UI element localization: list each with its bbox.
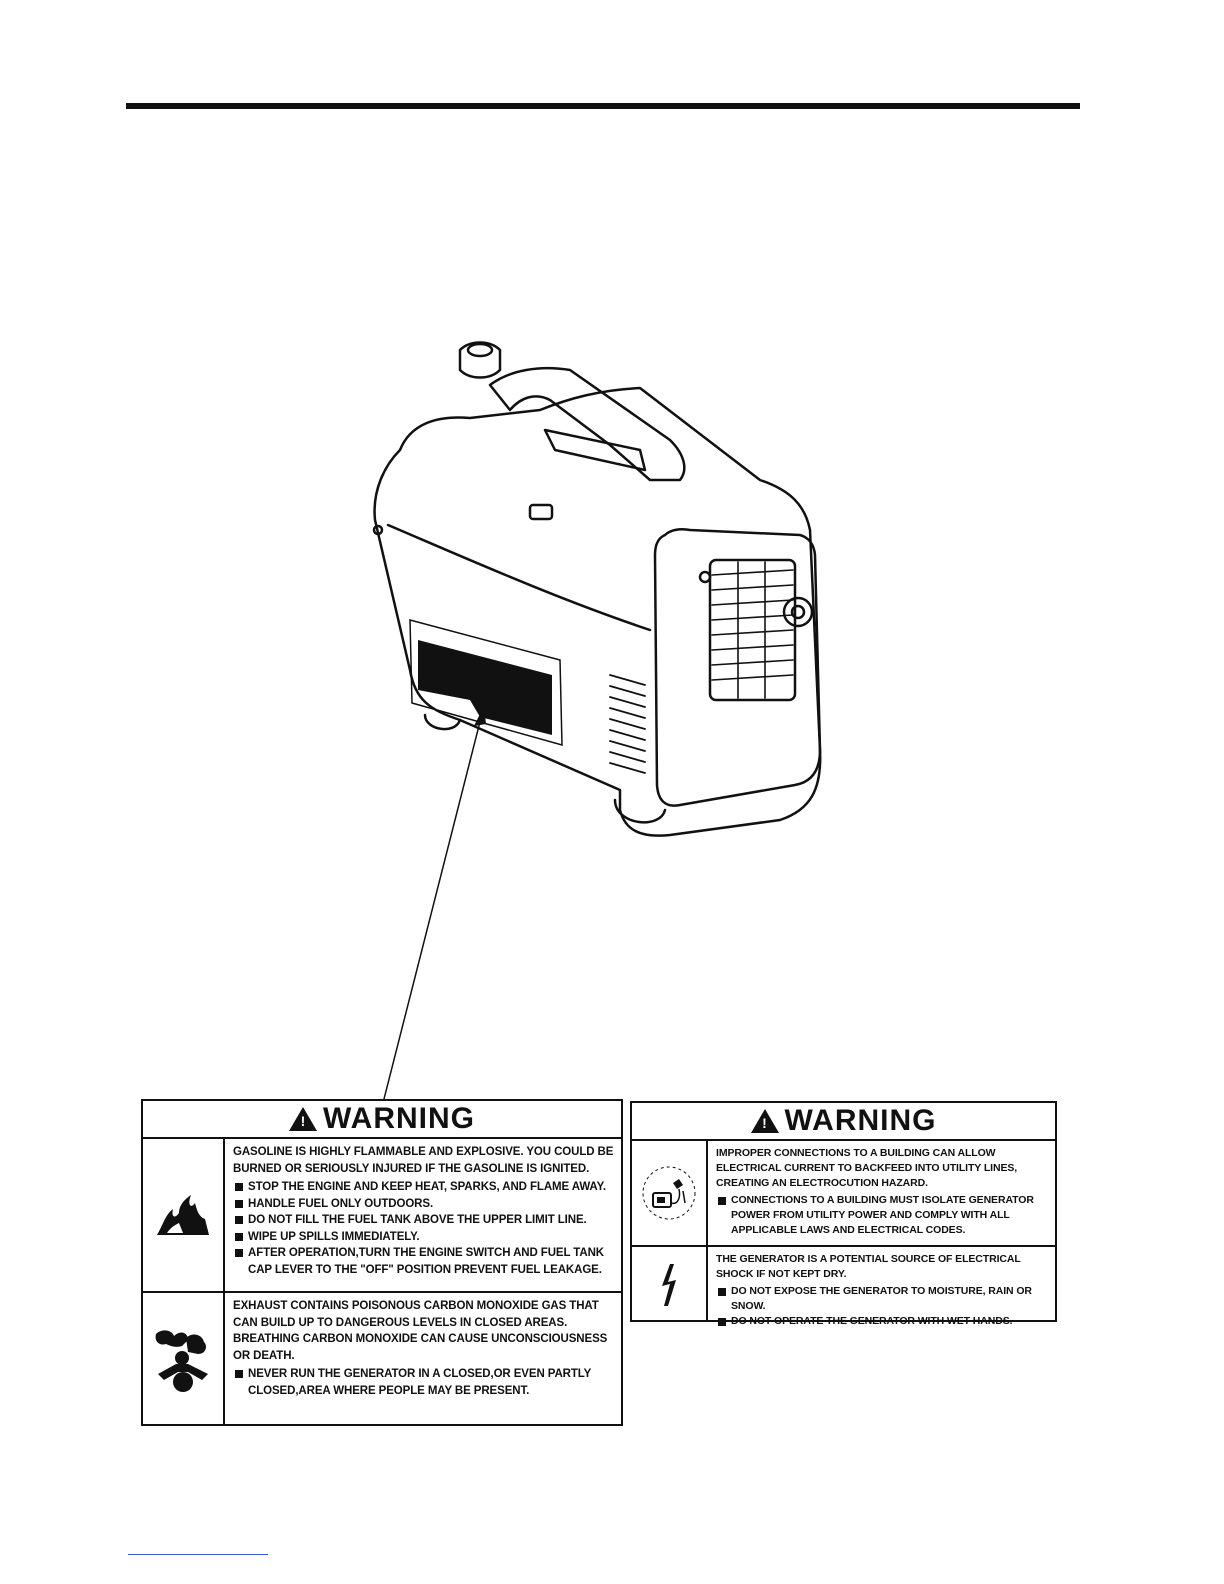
exhaust-gas-icon [155, 1330, 208, 1392]
instruction-item: WIPE UP SPILLS IMMEDIATELY. [233, 1229, 615, 1246]
warning-label-electrical: ! WARNING IMPROPER CONNECTIONS TO A BUIL… [630, 1101, 1057, 1327]
warning-title: WARNING [784, 1104, 937, 1137]
electric-shock-icon [662, 1263, 676, 1306]
instruction-list: STOP THE ENGINE AND KEEP HEAT, SPARKS, A… [233, 1179, 615, 1278]
hazard-statement: IMPROPER CONNECTIONS TO A BUILDING CAN A… [716, 1147, 1018, 1189]
generator-drawing [372, 341, 822, 837]
instruction-item: DO NOT EXPOSE THE GENERATOR TO MOISTURE,… [716, 1284, 1049, 1314]
hazard-statement: THE GENERATOR IS A POTENTIAL SOURCE OF E… [716, 1253, 1021, 1280]
fire-icon [157, 1195, 209, 1235]
top-rule [126, 103, 1080, 109]
warning-label-fuel: ! WARNING GASOLINE IS HIGHLY FLAMMABLE A… [141, 1099, 623, 1426]
warning-title: WARNING [323, 1102, 475, 1135]
instruction-item: NEVER RUN THE GENERATOR IN A CLOSED,OR E… [233, 1366, 615, 1399]
hazard-statement: EXHAUST CONTAINS POISONOUS CARBON MONOXI… [233, 1300, 608, 1362]
instruction-list: CONNECTIONS TO A BUILDING MUST ISOLATE G… [716, 1193, 1049, 1238]
footer-link-underline [128, 1554, 268, 1555]
instruction-item: AFTER OPERATION,TURN THE ENGINE SWITCH A… [233, 1245, 615, 1278]
generator-illustration [340, 330, 860, 850]
warning-section-backfeed: IMPROPER CONNECTIONS TO A BUILDING CAN A… [632, 1141, 1055, 1247]
instruction-item: CONNECTIONS TO A BUILDING MUST ISOLATE G… [716, 1193, 1049, 1238]
warning-triangle-icon: ! [289, 1107, 317, 1131]
warning-header: ! WARNING [632, 1103, 1055, 1141]
hazard-statement: GASOLINE IS HIGHLY FLAMMABLE AND EXPLOSI… [233, 1146, 614, 1175]
warning-section-shock: THE GENERATOR IS A POTENTIAL SOURCE OF E… [632, 1247, 1055, 1327]
instruction-item: DO NOT OPERATE THE GENERATOR WITH WET HA… [716, 1314, 1049, 1329]
instruction-item: STOP THE ENGINE AND KEEP HEAT, SPARKS, A… [233, 1179, 615, 1196]
instruction-item: HANDLE FUEL ONLY OUTDOORS. [233, 1196, 615, 1213]
warning-triangle-icon: ! [750, 1109, 779, 1133]
instruction-list: NEVER RUN THE GENERATOR IN A CLOSED,OR E… [233, 1366, 615, 1399]
instruction-item: DO NOT FILL THE FUEL TANK ABOVE THE UPPE… [233, 1212, 615, 1229]
warning-section-carbon-monoxide: EXHAUST CONTAINS POISONOUS CARBON MONOXI… [143, 1293, 621, 1425]
instruction-list: DO NOT EXPOSE THE GENERATOR TO MOISTURE,… [716, 1284, 1049, 1329]
warning-section-gasoline: GASOLINE IS HIGHLY FLAMMABLE AND EXPLOSI… [143, 1139, 621, 1293]
warning-header: ! WARNING [143, 1101, 621, 1139]
backfeed-icon [642, 1166, 696, 1220]
